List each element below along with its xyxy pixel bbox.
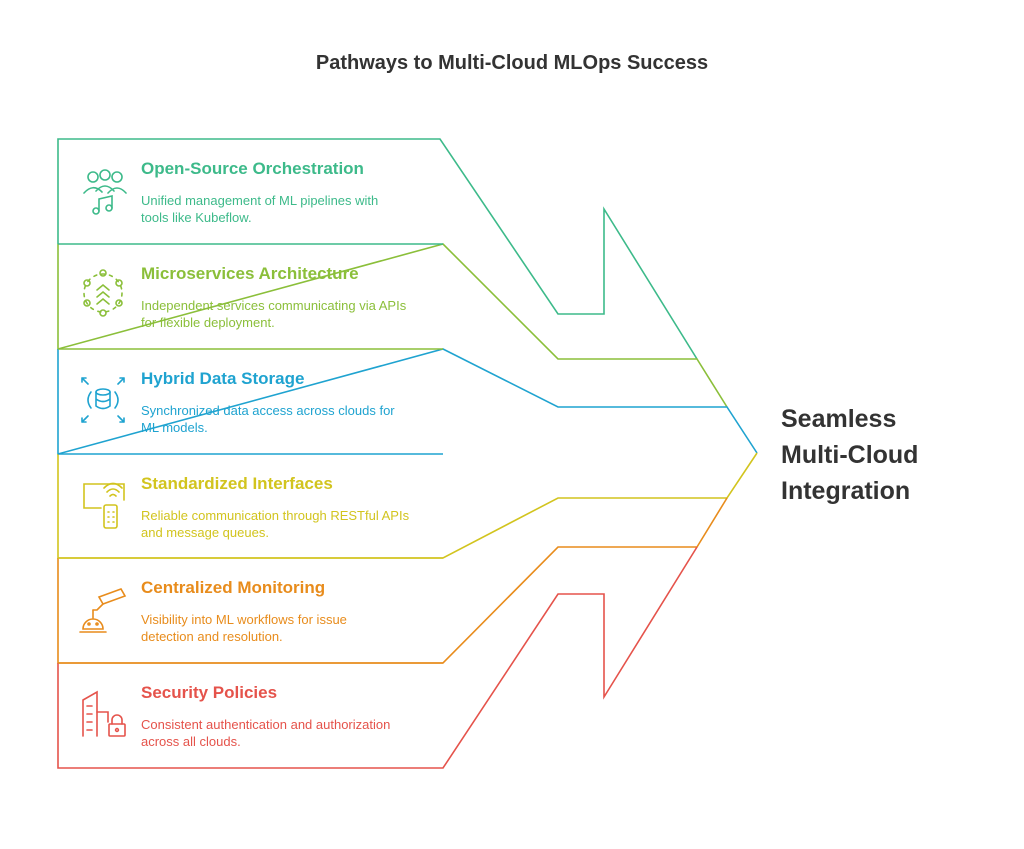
pathway-desc-line: Unified management of ML pipelines with bbox=[141, 193, 378, 208]
pathway-desc-line: tools like Kubeflow. bbox=[141, 210, 252, 225]
pathway-title-standardized-interfaces: Standardized Interfaces bbox=[141, 474, 333, 493]
pathway-desc-line: for flexible deployment. bbox=[141, 315, 275, 330]
pathway-desc-line: Visibility into ML workflows for issue bbox=[141, 612, 347, 627]
pathway-title-microservices-architecture: Microservices Architecture bbox=[141, 264, 359, 283]
remote-control-wifi-icon bbox=[83, 482, 125, 529]
database-expand-icon bbox=[81, 377, 125, 423]
pathway-title-security-policies: Security Policies bbox=[141, 683, 277, 702]
pathway-desc-line: Consistent authentication and authorizat… bbox=[141, 717, 390, 732]
pathway-outline-security-policies bbox=[57, 546, 698, 769]
pathway-desc-line: Reliable communication through RESTful A… bbox=[141, 508, 410, 523]
goal-line: Multi-Cloud bbox=[781, 441, 918, 469]
pathway-title-centralized-monitoring: Centralized Monitoring bbox=[141, 578, 325, 597]
goal-line: Integration bbox=[781, 477, 910, 505]
goal-line: Seamless bbox=[781, 405, 896, 433]
team-music-icon bbox=[83, 169, 127, 215]
pathway-outline-centralized-monitoring bbox=[57, 497, 728, 664]
building-lock-icon bbox=[82, 690, 126, 737]
security-camera-icon bbox=[79, 588, 127, 633]
pathway-desc-line: Independent services communicating via A… bbox=[141, 298, 407, 313]
pathway-desc-line: Synchronized data access across clouds f… bbox=[141, 403, 395, 418]
pathway-outline-microservices-architecture bbox=[57, 243, 728, 408]
pathway-outline-open-source-orchestration bbox=[57, 138, 698, 360]
pathway-outline-standardized-interfaces bbox=[57, 452, 758, 559]
pathway-desc-line: detection and resolution. bbox=[141, 629, 283, 644]
pathway-desc-line: ML models. bbox=[141, 420, 208, 435]
pathway-desc-line: and message queues. bbox=[141, 525, 269, 540]
pathway-desc-line: across all clouds. bbox=[141, 734, 241, 749]
pathway-title-hybrid-data-storage: Hybrid Data Storage bbox=[141, 369, 304, 388]
page-title: Pathways to Multi-Cloud MLOps Success bbox=[315, 52, 709, 74]
pathway-outline-hybrid-data-storage bbox=[57, 348, 758, 456]
network-nodes-icon bbox=[83, 269, 123, 317]
pathway-title-open-source-orchestration: Open-Source Orchestration bbox=[141, 159, 364, 178]
